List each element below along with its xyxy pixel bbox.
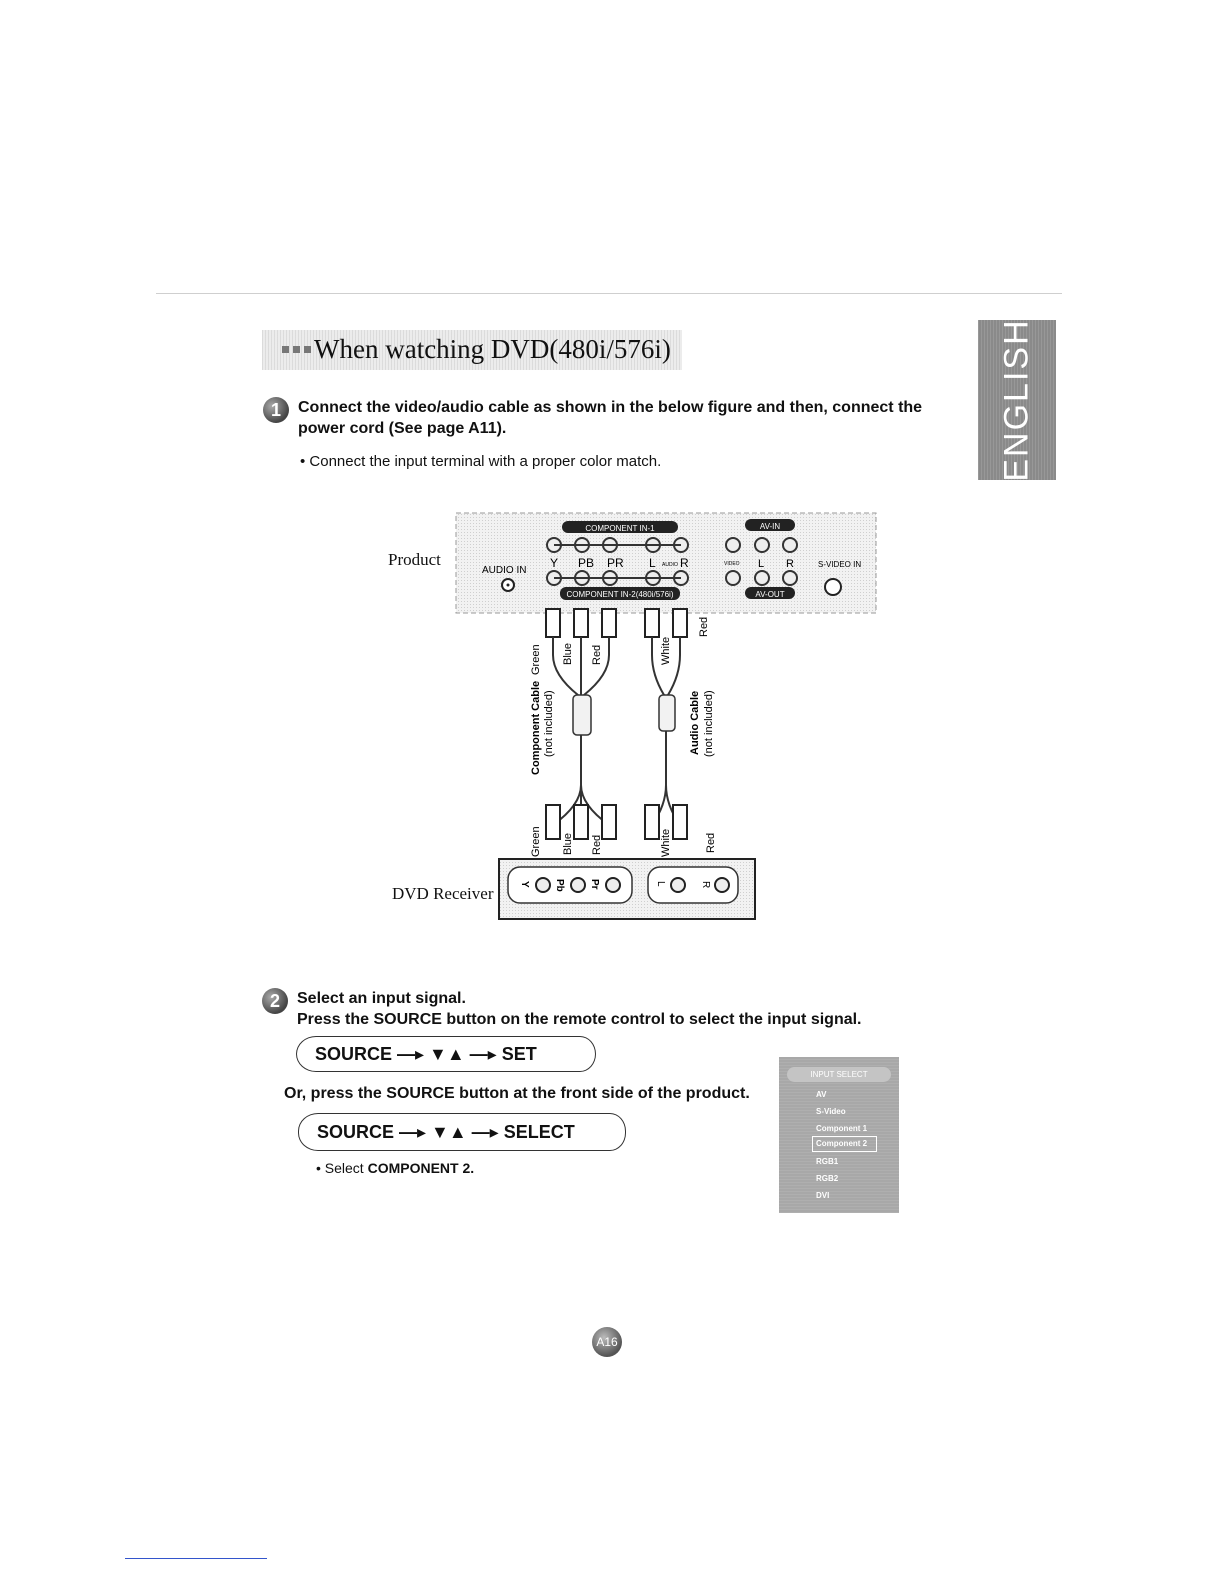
step2-instruction: Select an input signal. Press the SOURCE… (297, 988, 862, 1030)
top-rule (156, 293, 1062, 294)
av-out-badge (745, 587, 795, 599)
title-bullet-icon (304, 346, 311, 353)
audio-in-label: AUDIO IN (482, 565, 526, 576)
component-not-included-label: (not included) (543, 690, 555, 757)
dvd-r-label: R (700, 881, 711, 888)
jack-r-label: R (680, 556, 689, 570)
dvd-receiver-label: DVD Receiver (392, 884, 494, 903)
step1-note: • Connect the input terminal with a prop… (300, 453, 662, 470)
step1-line2: power cord (See page A11). (298, 420, 507, 437)
wire-green-label-upper: Green (530, 644, 542, 675)
jack-l-label: L (649, 556, 656, 570)
connection-diagram: COMPONENT IN-1 Y PB PR L AUDIO R COMPONE… (455, 512, 877, 920)
menu-item-s-video[interactable]: S-Video (816, 1107, 846, 1116)
av-jacks (725, 537, 798, 586)
menu-item-rgb1[interactable]: RGB1 (816, 1157, 839, 1166)
audio-cable-label: Audio Cable (689, 691, 701, 755)
wire-white-label-upper: White (660, 637, 672, 665)
dvd-pr-label: Pr (589, 879, 600, 890)
step2-line2: Press the SOURCE button on the remote co… (297, 1011, 862, 1028)
wire-red2-label-lower: Red (705, 833, 717, 853)
lower-plugs (545, 804, 688, 840)
step2-note-prefix: • Select (316, 1160, 368, 1176)
step2-number-icon: 2 (262, 988, 288, 1014)
front-command-box: SOURCE —▸ ▼▲ —▸ SELECT (298, 1113, 626, 1151)
page-number-badge: A16 (592, 1327, 622, 1357)
step2-line1: Select an input signal. (297, 990, 466, 1007)
av-l-label: L (758, 558, 764, 570)
av-out-label: AV-OUT (755, 590, 784, 599)
dvd-pb-label: Pb (554, 879, 565, 892)
remote-command-box: SOURCE —▸ ▼▲ —▸ SET (296, 1036, 596, 1072)
dvd-jacks (535, 877, 730, 893)
remote-command-text: SOURCE —▸ ▼▲ —▸ SET (315, 1043, 537, 1064)
component-in1-badge (562, 521, 678, 533)
menu-item-rgb2[interactable]: RGB2 (816, 1174, 839, 1183)
wire-blue-label-lower: Blue (562, 833, 574, 855)
audio-ferrite (658, 694, 676, 732)
language-tab: ENGLISH (978, 318, 1056, 482)
step2-note-value: COMPONENT 2. (367, 1160, 475, 1176)
audio-not-included-label: (not included) (703, 690, 715, 757)
product-label: Product (388, 550, 441, 569)
step1-instruction: Connect the video/audio cable as shown i… (298, 397, 922, 439)
jack-audio-label: AUDIO (662, 562, 678, 568)
title-bullet-icon (282, 346, 289, 353)
bottom-rule (125, 1558, 267, 1559)
s-video-jack-icon (824, 578, 842, 596)
step2-note: • Select COMPONENT 2. (316, 1160, 474, 1176)
jack-pr-label: PR (607, 556, 624, 570)
component-cable-label: Component Cable (530, 681, 542, 775)
wire-red-label-upper: Red (591, 645, 603, 665)
front-command-text: SOURCE —▸ ▼▲ —▸ SELECT (317, 1121, 575, 1142)
jack-y-label: Y (550, 556, 558, 570)
wire-blue-label-upper: Blue (562, 643, 574, 665)
menu-item-component-1[interactable]: Component 1 (816, 1124, 868, 1133)
jack-video-label: VIDEO (724, 561, 740, 567)
av-r-label: R (786, 558, 794, 570)
jack-pb-label: PB (578, 556, 594, 570)
component-ferrite (572, 694, 592, 736)
wire-green-label-lower: Green (530, 826, 542, 857)
section-title: When watching DVD(480i/576i) (314, 334, 671, 364)
s-video-in-label: S-VIDEO IN (818, 560, 861, 569)
av-in-badge (745, 519, 795, 531)
title-bullet-icon (293, 346, 300, 353)
menu-item-dvi[interactable]: DVI (816, 1191, 830, 1200)
component-in1-label: COMPONENT IN-1 (585, 524, 655, 533)
step1-line1: Connect the video/audio cable as shown i… (298, 399, 923, 416)
component-in2-badge (560, 587, 680, 600)
front-button-instruction: Or, press the SOURCE button at the front… (284, 1085, 750, 1102)
input-select-title: INPUT SELECT (787, 1067, 891, 1082)
language-tab-label: ENGLISH (997, 318, 1036, 482)
section-title-bar: When watching DVD(480i/576i) (262, 330, 682, 370)
menu-item-av[interactable]: AV (816, 1090, 827, 1099)
wire-red-label-lower: Red (591, 835, 603, 855)
wire-white-label-lower: White (660, 829, 672, 857)
menu-selection-highlight (812, 1136, 877, 1152)
input-select-menu: INPUT SELECT AV S-Video Component 1 Comp… (779, 1057, 899, 1213)
step1-number-icon: 1 (263, 397, 289, 423)
dvd-y-label: Y (519, 881, 530, 888)
dvd-l-label: L (655, 881, 666, 887)
av-in-label: AV-IN (760, 522, 781, 531)
wire-red2-label-upper: Red (698, 617, 710, 637)
component-in2-label: COMPONENT IN-2(480i/576i) (567, 590, 674, 599)
menu-item-component-2[interactable]: Component 2 (816, 1139, 868, 1148)
